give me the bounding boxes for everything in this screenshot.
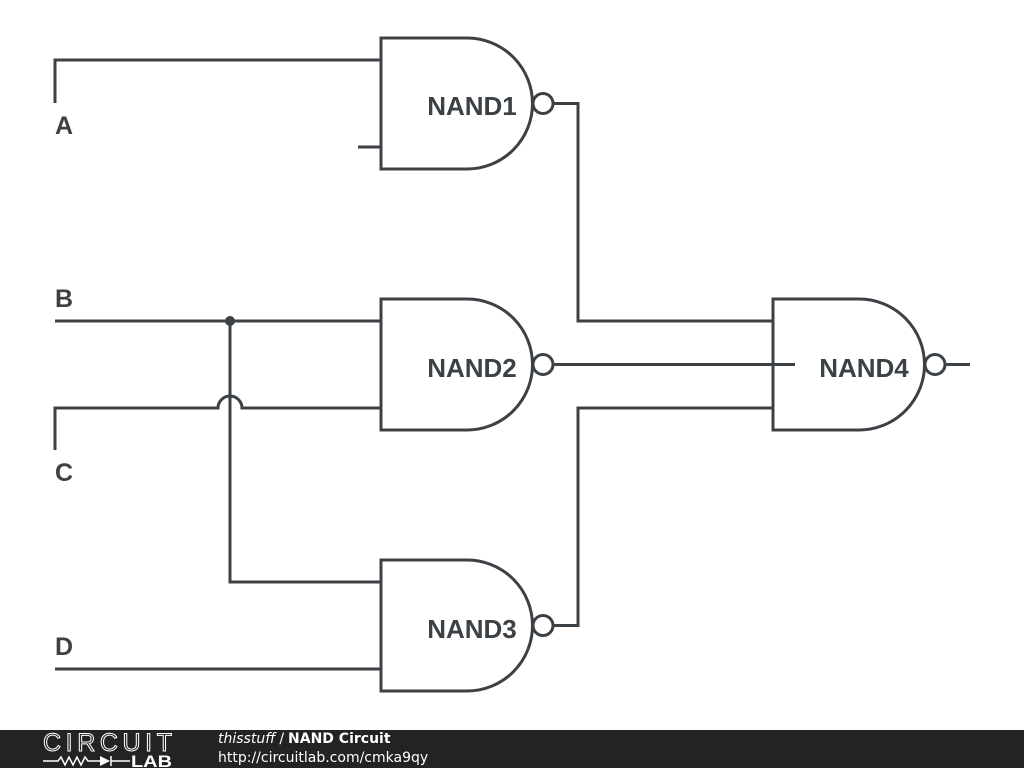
wire-input-c	[53, 394, 381, 450]
author-name: thisstuff	[218, 731, 276, 747]
circuitlab-logo: CIRCUIT LAB	[43, 730, 173, 768]
circuit-url: http://circuitlab.com/cmka9qy	[218, 750, 429, 766]
circuit-diagram: NAND1 NAND2 NAND3 NAND4 A B C D	[53, 36, 970, 693]
input-label-a: A	[55, 112, 73, 140]
inverter-bubble	[923, 353, 947, 376]
footer-title-line: thisstuff/NAND Circuit	[218, 731, 391, 748]
input-label-d: D	[55, 633, 73, 661]
wire-nand3-output	[553, 406, 773, 627]
gate-label: NAND4	[819, 353, 909, 383]
title-separator: /	[279, 731, 285, 747]
gate-label: NAND2	[427, 353, 517, 383]
gate-nand2: NAND2	[379, 297, 555, 432]
gate-nand3: NAND3	[379, 558, 555, 693]
gate-nand1: NAND1	[379, 36, 555, 171]
footer-bar: CIRCUIT LAB thisstuff/NAND Circuit http:…	[0, 730, 1024, 768]
gate-label: NAND3	[427, 614, 517, 644]
inverter-bubble	[531, 353, 555, 376]
wire-input-a	[53, 58, 381, 103]
circuit-title: NAND Circuit	[288, 731, 391, 747]
resistor-icon	[43, 755, 100, 767]
gate-label: NAND1	[427, 91, 517, 121]
junction-dot	[225, 316, 235, 326]
wire-b-branch-to-nand3	[228, 321, 381, 584]
inverter-bubble	[531, 92, 555, 115]
input-label-c: C	[55, 459, 73, 487]
input-label-b: B	[55, 285, 73, 313]
inverter-bubble	[531, 614, 555, 637]
logo-text-bottom: LAB	[131, 752, 172, 768]
gate-nand4: NAND4	[771, 297, 947, 432]
diode-icon	[100, 756, 130, 766]
wire-nand1-output	[553, 102, 773, 323]
